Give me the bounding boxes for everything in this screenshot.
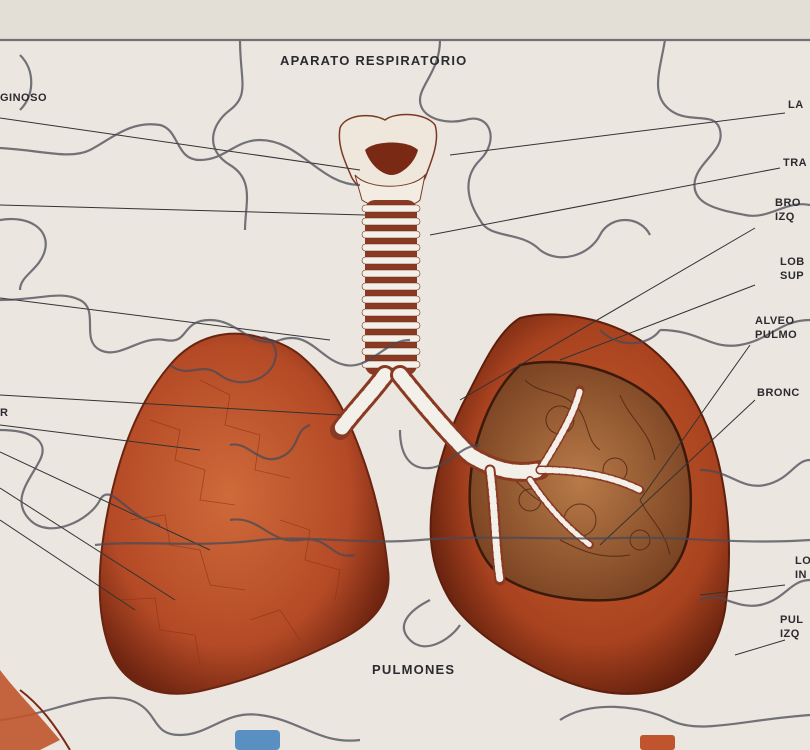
label-right-alveo-line1: ALVEO bbox=[755, 314, 797, 328]
label-right-bronc: BRONC bbox=[757, 386, 800, 400]
label-right-lo: LO IN bbox=[795, 554, 810, 582]
label-right-lob: LOB SUP bbox=[780, 255, 805, 283]
label-right-bro: BRO IZQ bbox=[775, 196, 801, 224]
label-right-lob-line1: LOB bbox=[780, 255, 805, 269]
label-left-r: R bbox=[0, 406, 8, 420]
label-right-lo-line1: LO bbox=[795, 554, 810, 568]
label-right-pul-line1: PUL bbox=[780, 613, 804, 627]
label-right-lo-line2: IN bbox=[795, 568, 810, 582]
label-right-la: LA bbox=[788, 98, 804, 112]
board-top-edge bbox=[0, 0, 810, 40]
label-right-bro-line2: IZQ bbox=[775, 210, 801, 224]
label-right-tra: TRA bbox=[783, 156, 807, 170]
label-right-alveo-line2: PULMO bbox=[755, 328, 797, 342]
trachea bbox=[362, 200, 420, 375]
page-title-bottom: PULMONES bbox=[372, 663, 455, 677]
label-right-lob-line2: SUP bbox=[780, 269, 805, 283]
label-left-ginoso: GINOSO bbox=[0, 91, 47, 105]
label-right-bro-line1: BRO bbox=[775, 196, 801, 210]
page-title-top: APARATO RESPIRATORIO bbox=[280, 54, 467, 68]
label-right-alveo: ALVEO PULMO bbox=[755, 314, 797, 342]
label-right-pul-line2: IZQ bbox=[780, 627, 804, 641]
label-right-pul: PUL IZQ bbox=[780, 613, 804, 641]
